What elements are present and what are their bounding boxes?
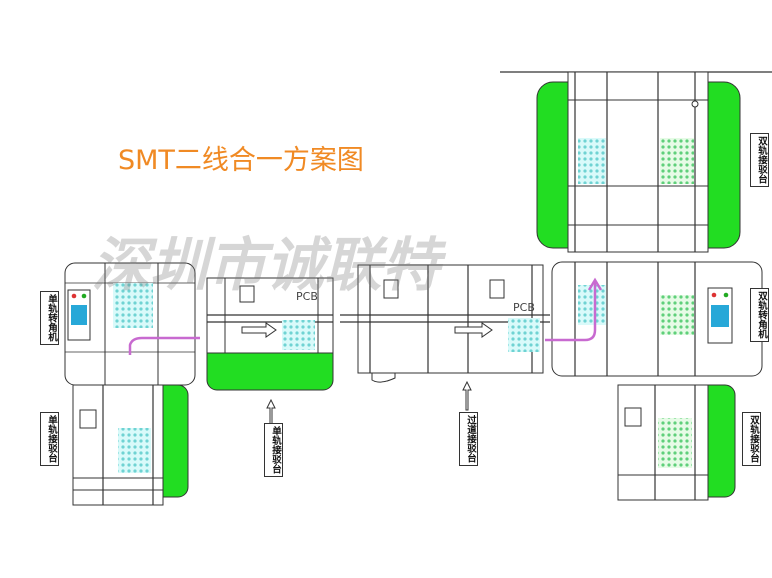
flow-arrow-left-icon [128, 336, 200, 355]
dual-rail-connector-top-shape [536, 71, 741, 253]
label-dual-rail-connector-top: 双轨接驳台 [750, 133, 769, 187]
single-rail-corner-machine-shape [64, 262, 196, 386]
single-rail-connector-mid-shape [206, 277, 334, 391]
right-arrow-icon [241, 322, 493, 338]
pcb-label-pass: PCB [513, 301, 535, 314]
label-single-rail-connector-left: 单轨接驳台 [40, 412, 59, 466]
pass-through-connector-shape [340, 264, 550, 383]
pcb-label-mid: PCB [296, 290, 318, 303]
label-dual-rail-corner-machine: 双轨转角机 [750, 288, 769, 342]
flow-arrow-right-icon [545, 277, 603, 342]
label-single-rail-connector-mid: 单轨接驳台 [264, 423, 283, 477]
single-rail-connector-left-shape [72, 384, 189, 506]
page-title: SMT二线合一方案图 [118, 145, 364, 176]
dual-rail-connector-bottom-shape [617, 384, 736, 501]
watermark-text: 深圳市诚联特 [88, 231, 454, 299]
label-dual-rail-connector-bottom: 双轨接驳台 [742, 412, 761, 466]
label-pass-through-connector: 过道接驳台 [459, 412, 478, 466]
up-arrow-icon [266, 380, 472, 425]
label-single-rail-corner-machine: 单轨转角机 [40, 291, 59, 345]
dual-rail-corner-machine-shape [551, 261, 763, 377]
